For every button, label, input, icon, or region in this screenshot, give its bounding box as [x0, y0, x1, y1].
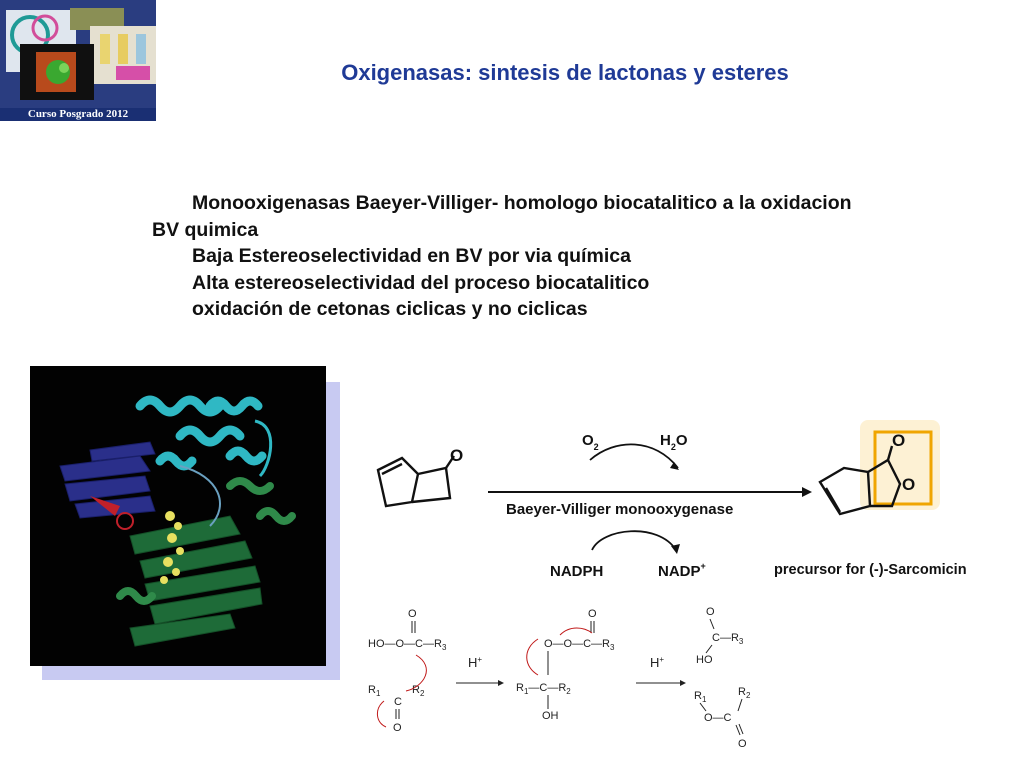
ester-r1-text: R — [694, 690, 702, 702]
ketone-r1: R1 — [368, 684, 381, 698]
nadp-label: NADP+ — [658, 561, 706, 580]
acid-formula-text: C—R — [712, 632, 739, 644]
o2-o: O — [582, 432, 594, 449]
lower-curved-arrow — [591, 530, 677, 551]
mechanism-scheme: O HO—O—C—R3 R1 R2 C O H+ O—O—C—R3 O R1—C… — [368, 606, 751, 750]
ketone-r2-subscript: 2 — [420, 689, 425, 698]
ketone-o: O — [393, 722, 402, 734]
course-logo: Curso Posgrado 2012 — [0, 0, 156, 121]
protein-structure-image — [30, 366, 326, 666]
intermediate-top: O—O—C—R3 — [544, 638, 615, 652]
ketone-r1-subscript: 1 — [376, 689, 381, 698]
enzyme-label: Baeyer-Villiger monooxygenase — [506, 501, 733, 518]
acid-formula: C—R3 — [712, 632, 744, 646]
ester-r1-subscript: 1 — [702, 695, 707, 704]
peracid-carbonyl-o: O — [408, 608, 417, 620]
ester-carbonyl-o: O — [738, 738, 747, 750]
h2o-subscript: 2 — [671, 442, 676, 452]
bullet-text: oxidación de cetonas ciclicas y no cicli… — [192, 298, 588, 320]
bullet-item: Monooxigenasas Baeyer-Villiger- homologo… — [152, 190, 872, 243]
h-plus-1: H+ — [468, 655, 482, 670]
acid-carbonyl-o: O — [706, 606, 715, 618]
intermediate-c-text: —C—R — [528, 682, 566, 694]
h-plus-1-h: H — [468, 655, 477, 670]
intermediate-middle: R1—C—R2 — [516, 682, 571, 696]
o2-label: O2 — [582, 432, 599, 452]
bullet-item: Baja Estereoselectividad en BV por via q… — [152, 243, 872, 270]
h-plus-2-h: H — [650, 655, 659, 670]
intermediate-top-text: O—O—C—R — [544, 638, 610, 650]
peracid-formula: HO—O—C—R3 — [368, 638, 447, 652]
intermediate-carbonyl-o: O — [588, 608, 597, 620]
ester-r2-subscript: 2 — [746, 691, 751, 700]
h2o-label: H2O — [660, 432, 688, 452]
bullet-list: Monooxigenasas Baeyer-Villiger- homologo… — [152, 190, 872, 323]
peracid-r3-subscript: 3 — [442, 643, 447, 652]
nadph-label: NADPH — [550, 563, 603, 580]
lower-arrowhead — [671, 544, 680, 554]
lactone-ring-oxygen: O — [902, 475, 915, 494]
o2-subscript: 2 — [594, 442, 599, 452]
bullet-text: Monooxigenasas Baeyer-Villiger- homologo… — [152, 192, 852, 241]
lactone-glow — [860, 420, 940, 510]
precursor-label: precursor for (-)-Sarcomicin — [774, 562, 967, 578]
h2o-o: O — [676, 432, 688, 449]
acid-ho: HO — [696, 654, 713, 666]
bullet-item: Alta estereoselectividad del proceso bio… — [152, 270, 872, 297]
ester-core: O—C — [704, 712, 732, 724]
ester-r1: R1 — [694, 690, 707, 704]
acid-r3-subscript: 3 — [739, 637, 744, 646]
bullet-text: Baja Estereoselectividad en BV por via q… — [192, 245, 631, 267]
page-title: Oxigenasas: sintesis de lactonas y ester… — [341, 60, 789, 85]
h-plus-1-sign: + — [477, 655, 482, 664]
ketone-r1-text: R — [368, 684, 376, 696]
upper-curved-arrow — [589, 443, 679, 469]
reaction-arrowhead — [802, 487, 812, 497]
ketone-oxygen: O — [450, 446, 463, 465]
lactone-carbonyl-oxygen: O — [892, 431, 905, 450]
intermediate-oh: OH — [542, 710, 559, 722]
bullet-item: oxidación de cetonas ciclicas y no cicli… — [152, 296, 872, 323]
h-plus-2-sign: + — [659, 655, 664, 664]
reaction-scheme: O O2 H2O Baeyer-Villiger monooxygenase N… — [376, 420, 967, 580]
peracid-text: HO—O—C—R — [368, 638, 442, 650]
h-plus-2: H+ — [650, 655, 664, 670]
ketone-c: C — [394, 696, 402, 708]
ketone-r2-text: R — [412, 684, 420, 696]
lactone-structure — [818, 445, 902, 516]
logo-caption: Curso Posgrado 2012 — [27, 108, 129, 120]
intermediate-r1-text: R — [516, 682, 524, 694]
upper-arrowhead — [670, 462, 679, 470]
nadp-text: NADP — [658, 563, 701, 580]
h2o-h: H — [660, 432, 671, 449]
intermediate-r1-subscript: 1 — [524, 687, 529, 696]
ketone-structure — [376, 455, 455, 508]
bullet-text: Alta estereoselectividad del proceso bio… — [192, 271, 650, 294]
intermediate-r2-subscript: 2 — [566, 687, 571, 696]
logo-collage-image — [0, 0, 156, 108]
ketone-r2: R2 — [412, 684, 425, 698]
ester-r2: R2 — [738, 686, 751, 700]
intermediate-r3-subscript: 3 — [610, 643, 615, 652]
nadp-superscript: + — [701, 561, 706, 571]
ester-r2-text: R — [738, 686, 746, 698]
